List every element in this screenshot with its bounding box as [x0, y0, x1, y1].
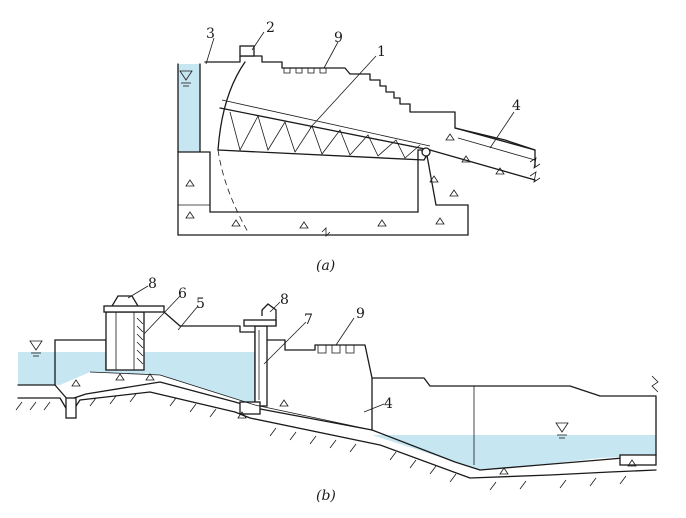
label-a-3: 3: [206, 26, 215, 42]
figure-a-diagram: 2 3 9 1 4 (a): [177, 20, 541, 274]
label-a-1: 1: [377, 44, 386, 60]
headwork-pier-b: [105, 311, 145, 371]
downstream-water-b: [372, 435, 656, 470]
upstream-water-a: [178, 64, 200, 152]
label-b-5: 5: [196, 296, 205, 312]
label-b-6: 6: [178, 286, 187, 302]
ground-hatch-b: [15, 393, 627, 491]
label-a-9: 9: [334, 30, 343, 46]
label-b-9: 9: [356, 306, 365, 322]
caption-b: (b): [316, 488, 336, 504]
caption-a: (a): [316, 258, 335, 274]
label-b-7: 7: [304, 312, 313, 328]
label-a-2: 2: [266, 20, 275, 36]
truss-a: [229, 111, 421, 159]
gate-b-6: [136, 317, 144, 365]
hoist-a: [239, 45, 255, 57]
label-b-8-right: 8: [280, 292, 289, 308]
label-a-4: 4: [512, 98, 521, 114]
chute-block-b: [266, 339, 373, 431]
label-b-4: 4: [384, 396, 393, 412]
radial-gate-a: [217, 61, 246, 151]
foundation-slab-a: [177, 149, 469, 236]
stepped-upper-body-a: [204, 55, 536, 167]
upstream-water-b: [18, 352, 255, 405]
figure-b-diagram: 8 6 5 8 7 9 4 (b): [15, 276, 659, 504]
label-b-8-left: 8: [148, 276, 157, 292]
